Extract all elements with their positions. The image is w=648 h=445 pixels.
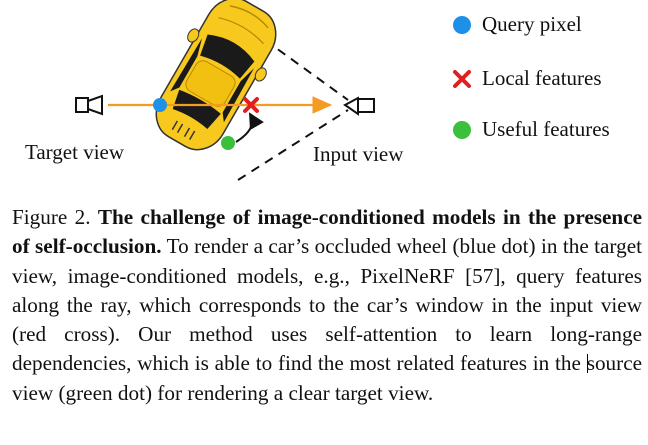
- legend-query-pixel-label: Query pixel: [482, 12, 582, 36]
- query-pixel-dot: [153, 98, 167, 112]
- legend-useful-features-label: Useful features: [482, 117, 610, 141]
- figure-illustration: [75, 0, 375, 181]
- blue-dot-icon: [453, 15, 471, 34]
- local-features-cross: [243, 97, 259, 113]
- legend-query-pixel: Query pixel: [452, 12, 582, 37]
- useful-features-dot: [221, 136, 235, 150]
- caption-title: The challenge of image-conditioned model…: [12, 205, 642, 259]
- target-view-label: Target view: [25, 140, 125, 164]
- legend-local-features-label: Local features: [482, 66, 602, 90]
- attention-curve-arrow: [235, 112, 264, 143]
- caption-text-part1: To render a car’s occluded wheel (blue d…: [12, 234, 642, 376]
- input-view-frustum: [237, 39, 349, 181]
- text-cursor: [586, 354, 588, 374]
- legend-useful-features: Useful features: [452, 117, 610, 142]
- caption-text-part2: source view (green dot) for rendering a …: [12, 351, 642, 405]
- red-cross-icon: [453, 69, 471, 88]
- caption-label: Figure 2.: [12, 205, 91, 229]
- input-camera-icon: [343, 96, 375, 116]
- car-illustration: [155, 0, 277, 151]
- input-view-label: Input view: [313, 142, 404, 166]
- target-camera-icon: [75, 94, 103, 116]
- green-dot-icon: [453, 120, 471, 139]
- legend-local-features: Local features: [452, 66, 602, 91]
- figure-caption: Figure 2. The challenge of image-conditi…: [12, 203, 642, 408]
